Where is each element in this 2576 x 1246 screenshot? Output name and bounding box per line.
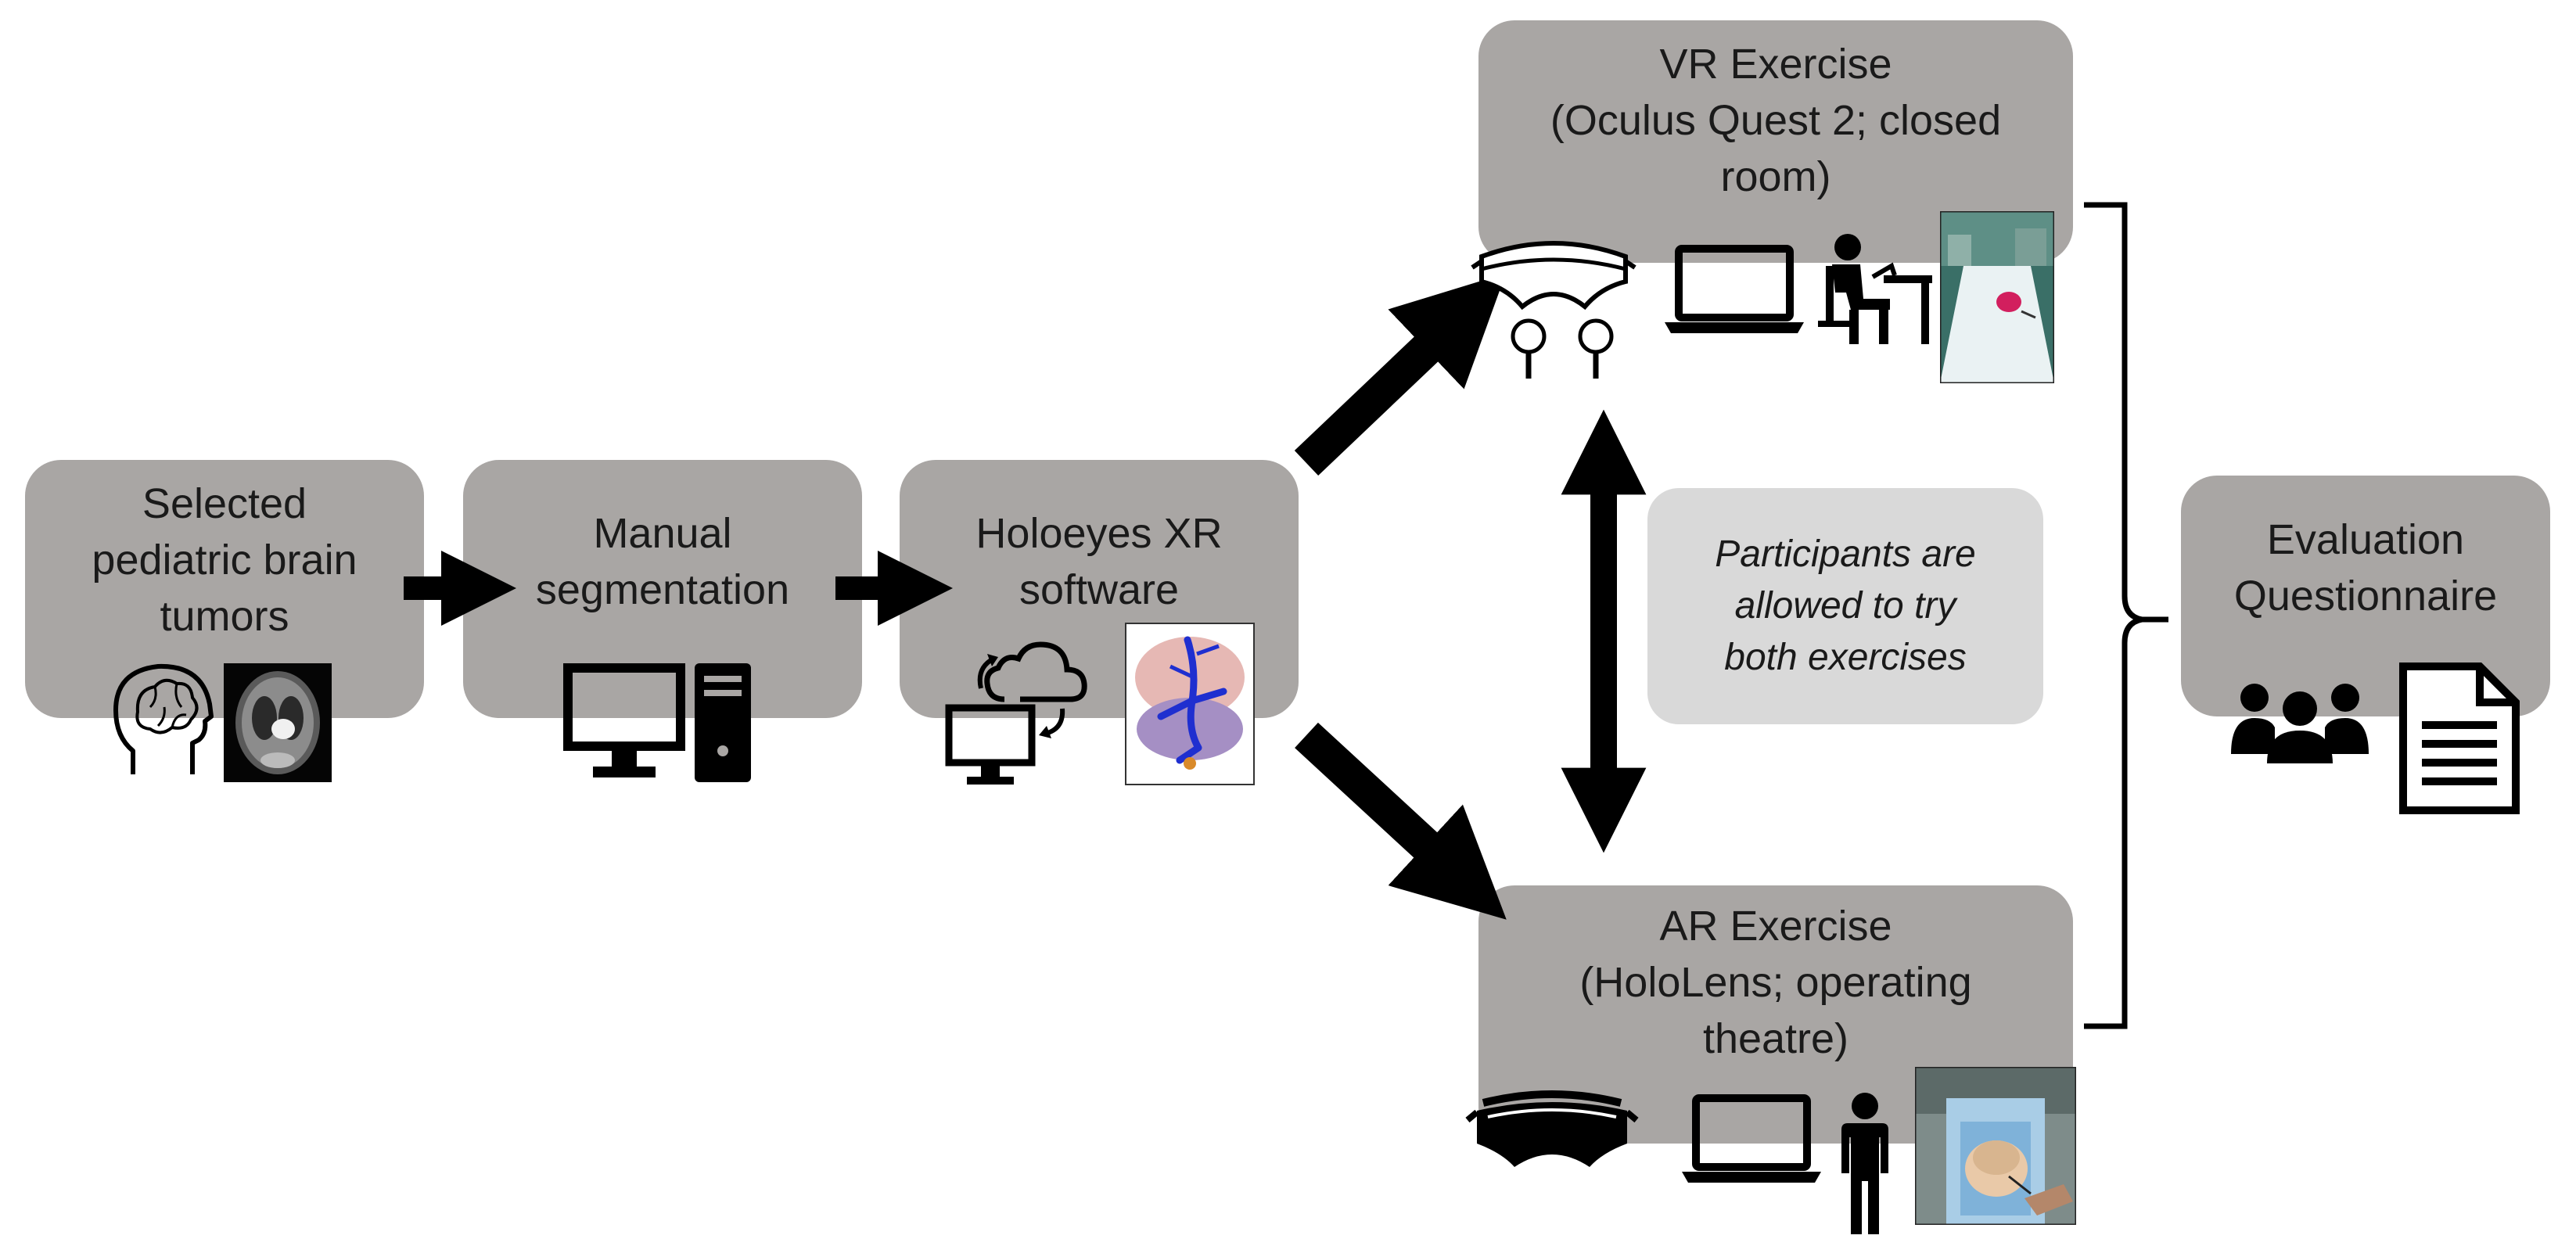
document-icon bbox=[2399, 662, 2520, 814]
node-tumors-label: Selected pediatric brain tumors bbox=[25, 476, 424, 645]
user-group-icon bbox=[2231, 684, 2369, 763]
node-segmentation-label: Manual segmentation bbox=[463, 505, 862, 618]
vr-scene-image bbox=[1940, 211, 2054, 383]
note-line: allowed to try bbox=[1734, 585, 1956, 627]
ar-headset-icon bbox=[1465, 1090, 1639, 1167]
note-line: both exercises bbox=[1724, 637, 1967, 678]
note-box bbox=[1647, 488, 2043, 724]
node-vr-line: VR Exercise bbox=[1659, 41, 1892, 88]
node-segmentation bbox=[463, 460, 862, 718]
node-tumors-line: tumors bbox=[160, 593, 289, 640]
node-evaluation-label: Evaluation Questionnaire bbox=[2181, 512, 2550, 624]
desktop-monitor-icon bbox=[563, 663, 685, 777]
cloud-sync-icon bbox=[977, 641, 1087, 738]
note-text: Participants are allowed to try both exe… bbox=[1647, 529, 2043, 684]
node-tumors-line: pediatric brain bbox=[92, 537, 357, 584]
node-ar-line: theatre) bbox=[1702, 1015, 1849, 1062]
node-holoeyes-label: Holoeyes XR software bbox=[900, 505, 1299, 618]
node-evaluation-line: Questionnaire bbox=[2233, 573, 2498, 619]
node-evaluation-line: Evaluation bbox=[2266, 516, 2465, 563]
brain-model-image bbox=[1125, 623, 1255, 785]
arrow-holoeyes-to-ar bbox=[1295, 722, 1507, 920]
pc-tower-icon bbox=[695, 663, 751, 782]
computer-monitor-icon bbox=[945, 704, 1036, 785]
node-tumors-line: Selected bbox=[142, 480, 307, 527]
laptop-icon bbox=[1665, 245, 1804, 333]
arrow-holoeyes-to-vr bbox=[1294, 273, 1507, 476]
head-brain-icon bbox=[113, 663, 214, 774]
node-vr-line: (Oculus Quest 2; closed bbox=[1550, 97, 2002, 144]
node-vr-label: VR Exercise (Oculus Quest 2; closed room… bbox=[1478, 36, 2073, 205]
node-holoeyes-line: software bbox=[1019, 566, 1180, 613]
node-vr-line: room) bbox=[1720, 153, 1831, 200]
standing-person-icon bbox=[1841, 1093, 1888, 1234]
node-ar-line: AR Exercise bbox=[1659, 903, 1892, 950]
vr-controllers-icon bbox=[1511, 318, 1614, 379]
node-ar-line: (HoloLens; operating bbox=[1579, 959, 1972, 1006]
seated-person-at-desk-icon bbox=[1818, 234, 1932, 344]
node-ar-label: AR Exercise (HoloLens; operating theatre… bbox=[1478, 898, 2073, 1067]
node-holoeyes-line: Holoeyes XR bbox=[975, 510, 1223, 557]
laptop-icon bbox=[1682, 1094, 1821, 1183]
bracket-to-evaluation bbox=[2084, 202, 2168, 1029]
note-line: Participants are bbox=[1715, 533, 1976, 575]
ar-operating-room-image bbox=[1915, 1067, 2076, 1225]
mri-scan-image bbox=[224, 663, 332, 782]
node-segmentation-line: segmentation bbox=[535, 566, 790, 613]
vr-headset-icon bbox=[1471, 241, 1636, 311]
node-segmentation-line: Manual bbox=[593, 510, 732, 557]
